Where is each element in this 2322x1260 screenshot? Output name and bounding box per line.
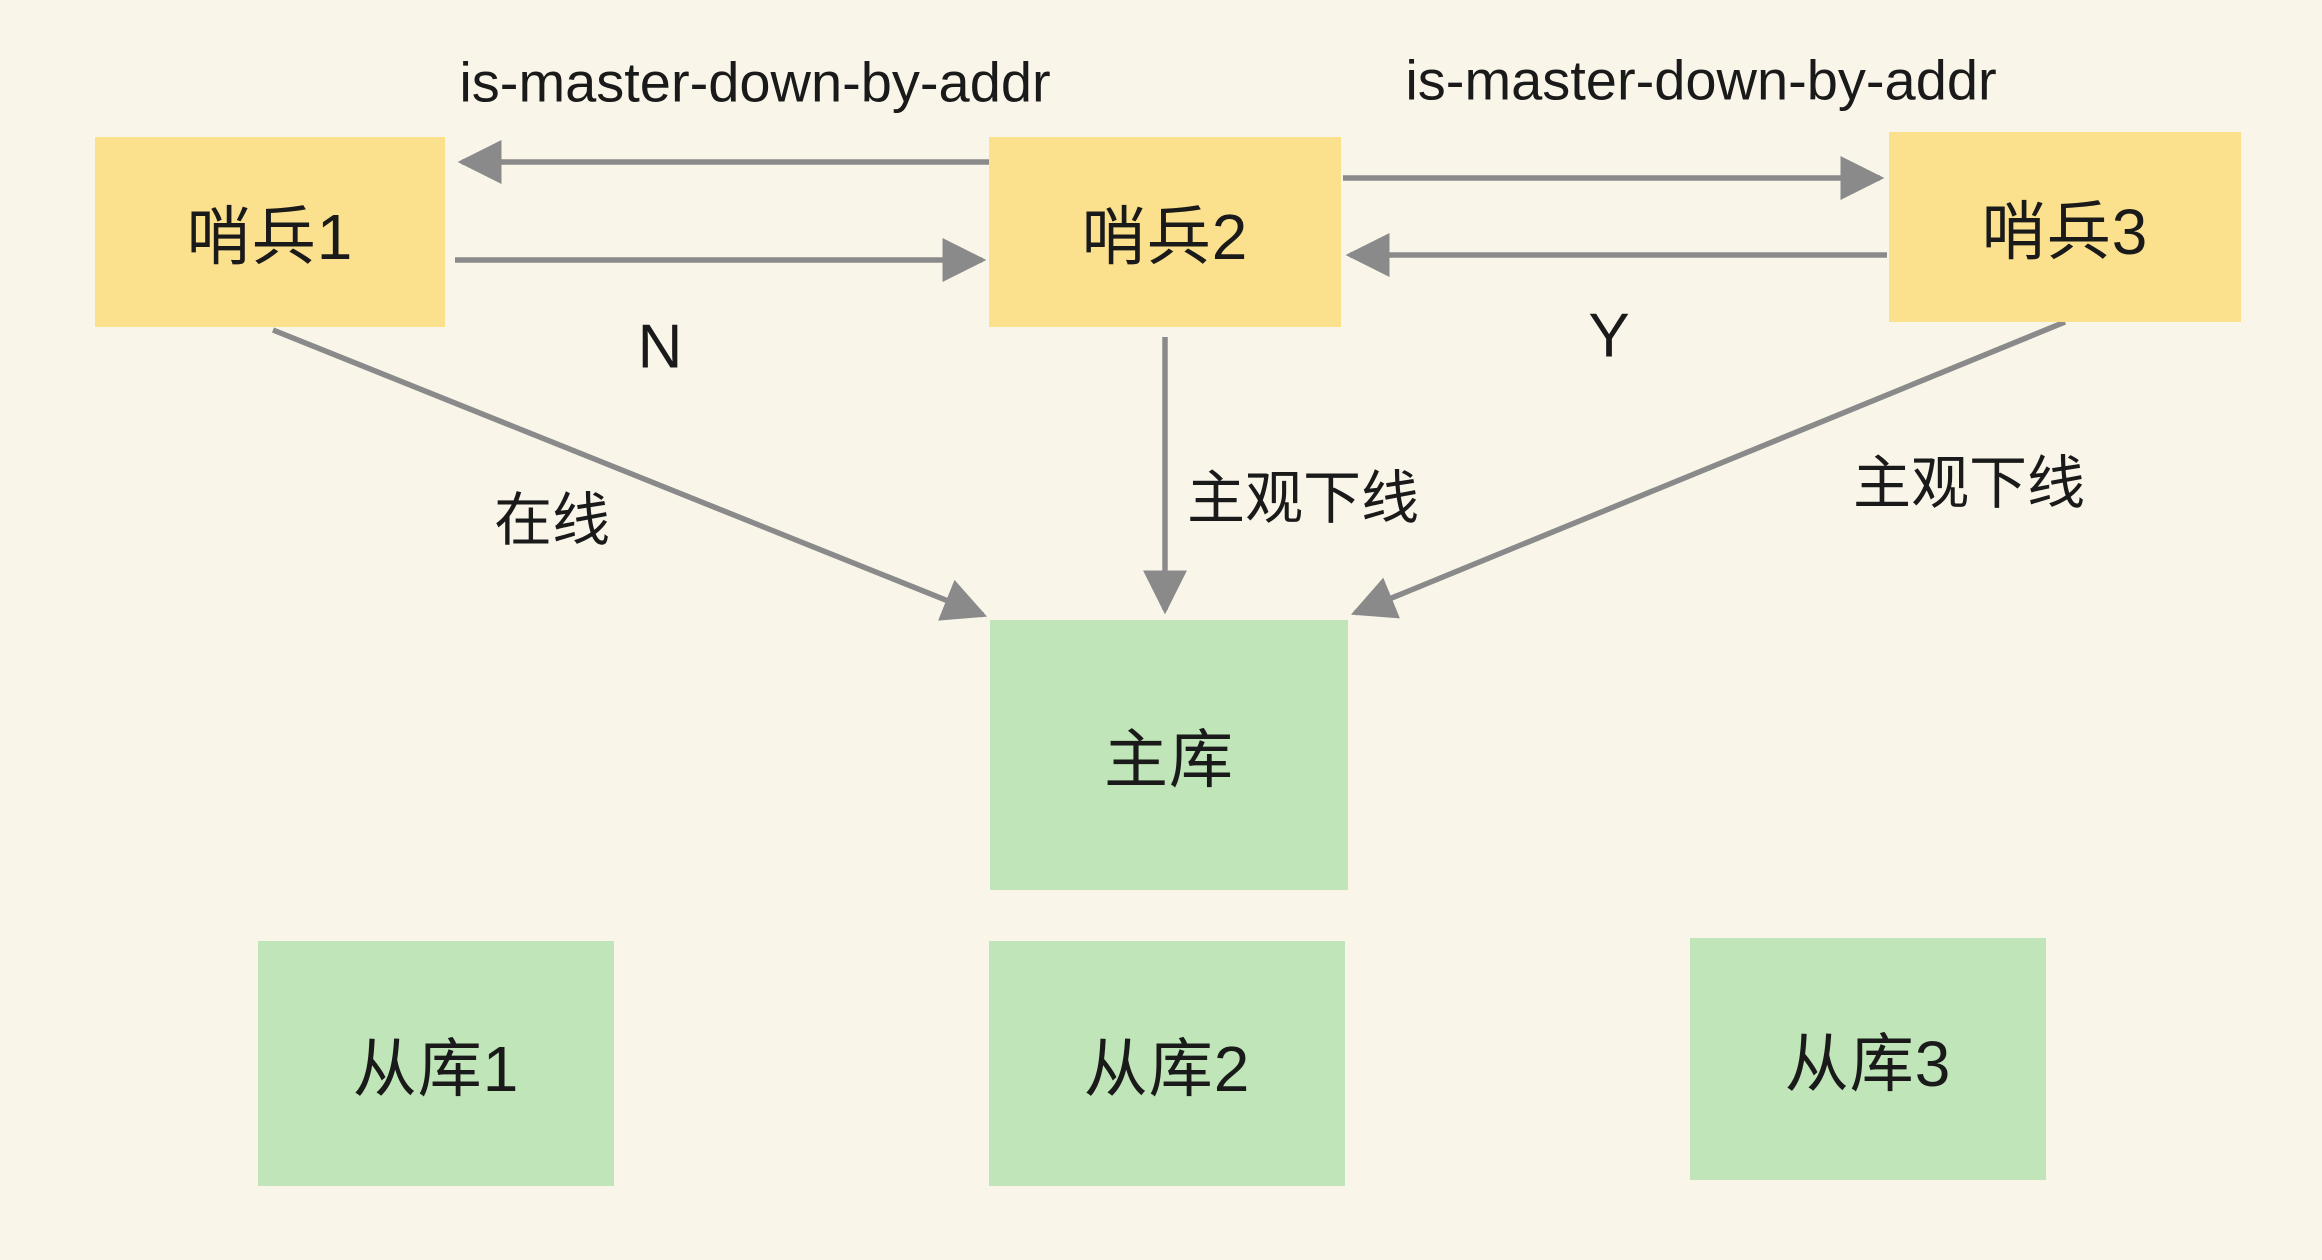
node-slave1-db-label: 从库1 [352, 1032, 520, 1105]
node-slave1-db: 从库1 [258, 941, 614, 1186]
edge-label-online: 在线 [493, 488, 611, 553]
node-sentinel1-label: 哨兵1 [186, 201, 354, 273]
node-sentinel1: 哨兵1 [95, 137, 445, 327]
node-slave3-db: 从库3 [1690, 938, 2046, 1180]
node-slave3-db-label: 从库3 [1784, 1028, 1952, 1100]
node-slave2-db-label: 从库2 [1083, 1032, 1251, 1105]
edge-label-reply-n: N [637, 312, 683, 382]
node-sentinel3: 哨兵3 [1889, 132, 2241, 322]
edge-label-is-master-down-by-addr-left: is-master-down-by-addr [459, 50, 1051, 114]
node-sentinel3-label: 哨兵3 [1981, 196, 2149, 268]
edge-label-reply-y: Y [1588, 301, 1630, 371]
node-sentinel2: 哨兵2 [989, 137, 1341, 327]
edge-label-is-master-down-by-addr-right: is-master-down-by-addr [1405, 48, 1997, 112]
edge-label-subjective-down-middle: 主观下线 [1186, 466, 1420, 531]
arrow-sentinel3-to-master [1350, 319, 2067, 619]
arrow-sentinel1-to-master [271, 327, 988, 621]
node-master-db: 主库 [990, 620, 1348, 890]
edge-label-subjective-down-right: 主观下线 [1852, 451, 2086, 516]
node-slave2-db: 从库2 [989, 941, 1345, 1186]
node-master-db-label: 主库 [1104, 724, 1234, 796]
node-sentinel2-label: 哨兵2 [1081, 201, 1249, 273]
